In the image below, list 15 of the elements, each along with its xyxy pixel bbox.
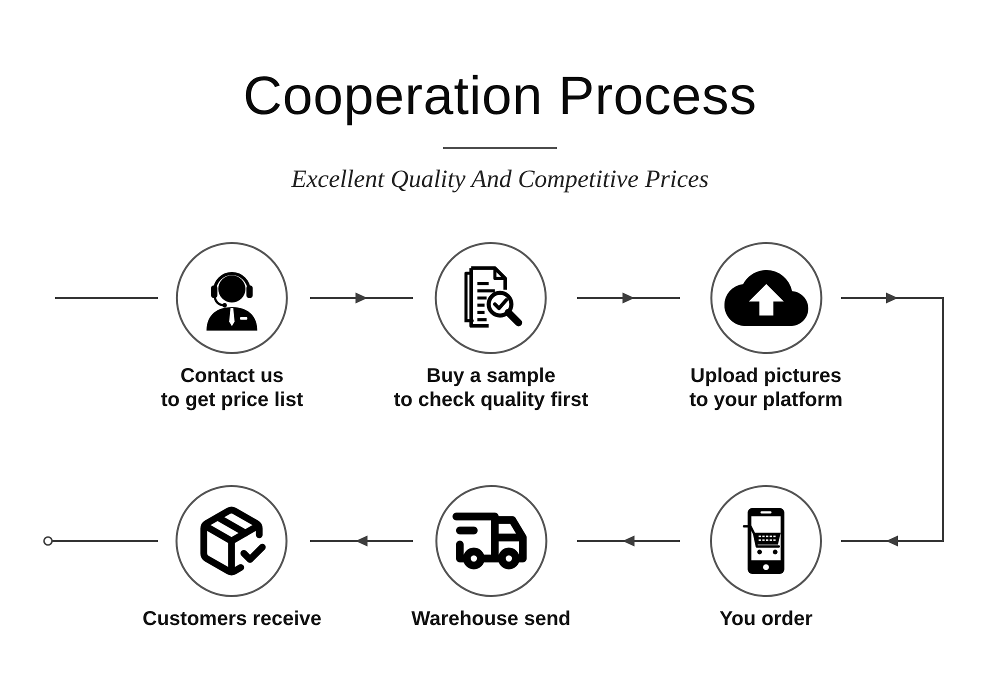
arrow xyxy=(841,292,944,546)
connector-line xyxy=(55,297,158,299)
arrow xyxy=(310,292,413,304)
step-label: Customers receive xyxy=(142,607,322,631)
connector-line xyxy=(43,536,158,546)
arrow xyxy=(577,292,680,304)
subtitle: Excellent Quality And Competitive Prices xyxy=(291,165,709,195)
step-label: You order xyxy=(720,607,812,631)
arrow xyxy=(577,536,680,546)
step-label: Buy a sample to check quality first xyxy=(394,364,588,412)
arrow xyxy=(310,536,413,546)
title: Cooperation Process xyxy=(243,65,757,128)
step-label: Warehouse send xyxy=(411,607,571,631)
step-label: Contact us to get price list xyxy=(160,364,304,412)
step-label: Upload pictures to your platform xyxy=(689,364,843,412)
